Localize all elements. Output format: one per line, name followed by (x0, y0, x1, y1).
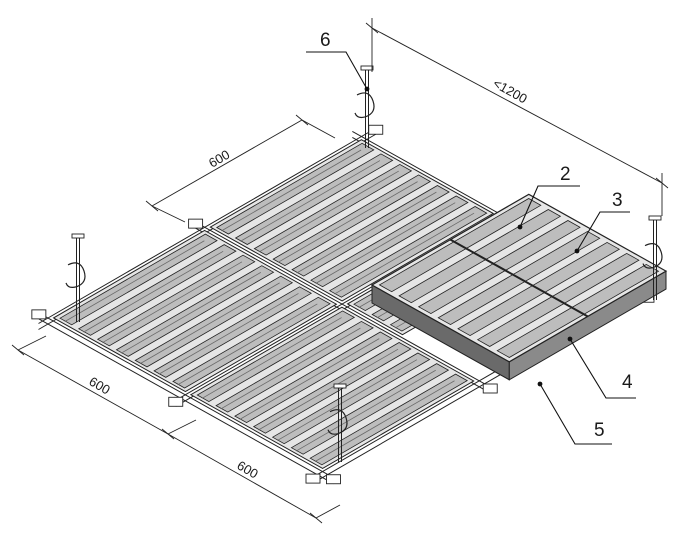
callout-5: 5 (537, 381, 612, 445)
panel-b-slat-3 (252, 342, 412, 434)
panel-a-slat-shadow-3 (120, 272, 262, 354)
panel-c-slat-4 (291, 185, 450, 277)
callout-2-label: 2 (560, 164, 571, 185)
hanger-icon-0 (65, 233, 86, 322)
panel-a-slat-2 (96, 254, 256, 347)
runner-end-3 (482, 383, 498, 394)
panel-c-slat-0 (215, 142, 375, 235)
panel-a-slat-3 (115, 265, 275, 357)
runner-end-6 (305, 473, 321, 484)
callout-2: 2 (517, 164, 580, 230)
panel-c-slat-2 (253, 163, 413, 256)
dim-bottom-left-label: 600 (87, 374, 113, 398)
panel-b-slat-6 (309, 373, 469, 466)
hangers (65, 65, 663, 462)
callout-4-label: 4 (622, 372, 633, 393)
panel-b-slat-shadow-2 (239, 338, 380, 420)
callout-6: 6 (306, 30, 370, 92)
runner-end-1 (188, 218, 204, 229)
hanger-spring-0 (65, 262, 86, 288)
runner-u-1 (195, 221, 491, 388)
panel-b-slat-2 (234, 331, 393, 424)
hanger-icon-2 (642, 215, 663, 300)
runner-end-5 (168, 396, 184, 407)
hanger-clip-0 (71, 233, 85, 239)
panel-a-slat-5 (153, 286, 313, 378)
panel-a-slat-shadow-4 (139, 282, 280, 365)
raised-panel (370, 193, 668, 381)
runner-end-7 (368, 124, 384, 135)
hanger-icon-3 (327, 383, 348, 462)
runner-end-2 (326, 474, 341, 485)
runner-v-0 (38, 127, 377, 324)
panel-c-slat-6 (328, 206, 488, 298)
panel-b-slat-0 (196, 310, 356, 403)
callout-3-label: 3 (612, 190, 623, 211)
hanger-clip-1 (360, 65, 374, 71)
panel-a-slat-shadow-6 (177, 303, 318, 386)
panel-a (52, 229, 338, 393)
callout-3: 3 (574, 190, 630, 254)
hanger-spring-2 (642, 243, 663, 269)
raised-divider (449, 238, 589, 318)
panel-a-slat-shadow-2 (102, 261, 243, 344)
panel-a-slat-shadow-5 (158, 293, 299, 375)
panel-c-slat-shadow-2 (258, 170, 399, 253)
panel-b-slat-4 (271, 352, 431, 445)
panel-b-slat-shadow-0 (201, 317, 342, 399)
hanger-spring-1 (354, 92, 375, 119)
hanger-clip-3 (333, 383, 347, 389)
panel-c-slat-shadow-4 (296, 191, 437, 274)
panel-c-slat-shadow-5 (315, 202, 456, 284)
callout-4: 4 (567, 336, 636, 399)
runner-u-0 (38, 318, 334, 485)
panel-a-slat-shadow-0 (64, 240, 205, 322)
panel-b-slat-shadow-5 (295, 369, 436, 452)
panel-b-slat-shadow-4 (277, 359, 418, 441)
runner-u-0 (38, 312, 334, 479)
panel-a-slat-shadow-1 (83, 250, 224, 333)
hanger-clip-2 (648, 215, 662, 221)
panel-a-slat-4 (134, 275, 294, 368)
panel-b-slat-shadow-1 (220, 327, 361, 410)
panel-b-slat-5 (290, 363, 450, 455)
hanger-spring-3 (327, 409, 348, 435)
dimension-bottom-right: 600 (167, 419, 341, 524)
runner-end-0 (31, 309, 47, 320)
callout-5-label: 5 (594, 420, 605, 441)
panel-c-slat-shadow-0 (221, 149, 362, 232)
panel-c-slat-shadow-6 (334, 212, 475, 295)
hanger-icon-1 (354, 65, 375, 148)
panel-a-slat-1 (77, 244, 237, 336)
panel-c-slat-3 (272, 174, 432, 267)
panel-c (209, 139, 495, 302)
callout-6-label: 6 (320, 30, 331, 51)
panel-c-slat-5 (310, 195, 469, 288)
panel-c-slat-shadow-1 (240, 160, 381, 242)
panel-b-slat-shadow-3 (258, 348, 399, 431)
dim-top-label: 600 (206, 147, 232, 171)
panel-c-slat-shadow-3 (277, 181, 418, 263)
panel-a-slat-6 (172, 296, 331, 389)
panel-b (189, 306, 475, 469)
dim-bottom-right-label: 600 (235, 458, 261, 482)
panel-a-slat-0 (59, 233, 218, 326)
panel-b-slat-1 (215, 320, 374, 413)
panel-c-slat-1 (234, 153, 394, 245)
